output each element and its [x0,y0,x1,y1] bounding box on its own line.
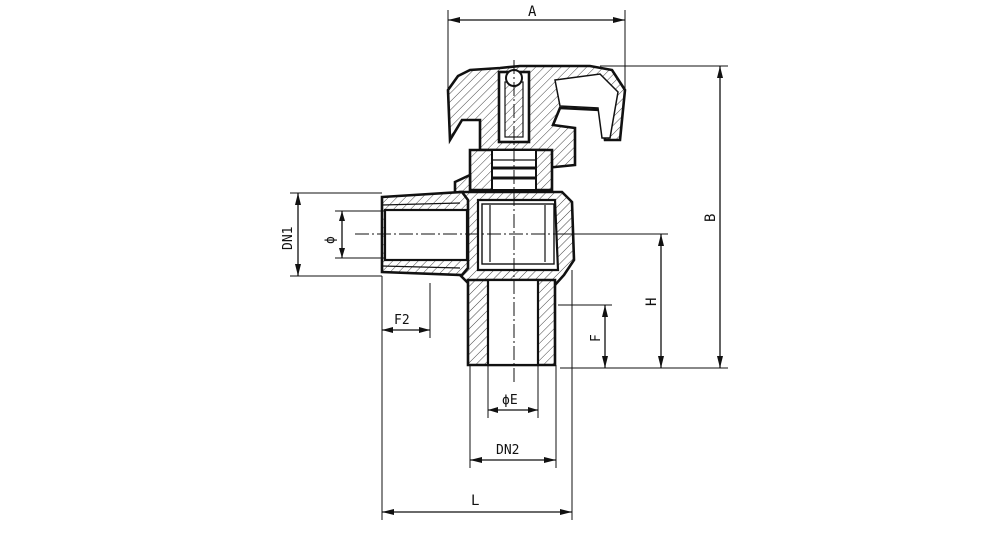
label-DN2: DN2 [496,443,519,458]
label-F2: F2 [394,313,410,328]
label-A: A [528,4,537,20]
dimension-H: H [560,233,668,368]
label-H: H [644,298,660,306]
dimension-F: F [558,304,612,368]
dimension-phi: ϕ [323,210,385,259]
label-L: L [471,493,479,509]
handwheel-highlight [554,73,619,139]
dimension-DN2: DN2 [469,365,557,468]
dimension-B: B [560,65,728,369]
dimension-DN1: DN1 [281,192,382,277]
label-B: B [703,214,719,222]
label-F: F [589,334,604,342]
label-phi: ϕ [323,236,338,244]
dimension-L: L [381,270,573,520]
dimension-A: A [447,4,626,90]
dimension-F2: F2 [381,276,431,338]
label-DN1: DN1 [281,227,296,250]
valve-body [380,64,627,367]
dimension-phiE: ϕE [487,365,539,418]
label-phiE: ϕE [502,393,518,408]
